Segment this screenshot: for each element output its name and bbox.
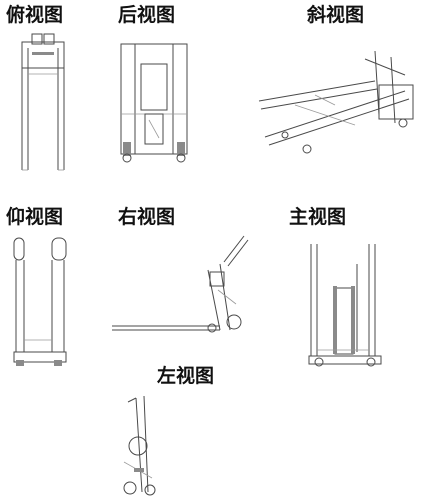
label-left-view: 左视图 xyxy=(157,365,215,387)
label-top-view: 俯视图 xyxy=(6,4,64,26)
label-front-view: 主视图 xyxy=(289,206,347,228)
rear-view-drawing xyxy=(115,38,195,166)
front-view-drawing xyxy=(305,240,385,370)
left-view-drawing xyxy=(108,392,168,500)
bottom-view-drawing xyxy=(8,232,78,366)
label-rear-view: 后视图 xyxy=(118,4,176,26)
label-right-view: 右视图 xyxy=(118,206,176,228)
label-bottom-view: 仰视图 xyxy=(6,206,64,228)
iso-view-drawing xyxy=(255,45,425,160)
label-iso-view: 斜视图 xyxy=(307,4,365,26)
top-view-drawing xyxy=(8,30,78,180)
right-view-drawing xyxy=(108,232,248,344)
